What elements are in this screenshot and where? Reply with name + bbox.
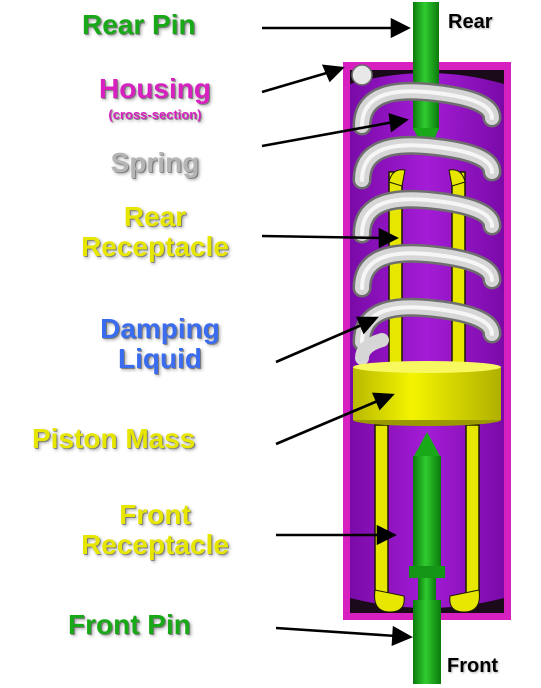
- label-rear: Rear: [448, 12, 492, 34]
- front-pin: [409, 432, 445, 684]
- label-rear-receptacle: Rear Receptacle: [50, 202, 260, 262]
- label-damping-liquid: Damping Liquid: [70, 314, 250, 374]
- rear-pin-shaft: [413, 2, 439, 130]
- front-receptacle-right-rail: [466, 425, 479, 597]
- arrowhead-rear-pin: [392, 20, 408, 36]
- front-pin-neck: [418, 578, 436, 600]
- front-pin-collar: [409, 566, 445, 578]
- label-damping-liquid-line1: Damping: [70, 314, 250, 344]
- arrowhead-housing: [324, 66, 342, 80]
- front-pin-lower-shaft: [413, 600, 441, 684]
- piston-mass-top: [353, 361, 501, 373]
- front-pin-upper-shaft: [413, 456, 441, 566]
- label-housing: Housing: [80, 74, 230, 104]
- front-receptacle-left-rail: [375, 425, 388, 597]
- label-spring: Spring: [80, 148, 230, 178]
- label-front-receptacle: Front Receptacle: [50, 500, 260, 560]
- label-front-receptacle-line1: Front: [50, 500, 260, 530]
- arrow-housing: [262, 72, 330, 92]
- arrow-front-pin: [276, 628, 396, 636]
- label-front: Front: [447, 656, 498, 678]
- label-front-pin: Front Pin: [68, 610, 191, 640]
- label-rear-receptacle-line1: Rear: [50, 202, 260, 232]
- label-front-receptacle-line2: Receptacle: [50, 530, 260, 560]
- arrowhead-front-pin: [393, 628, 410, 644]
- spring-end-cap: [352, 65, 372, 85]
- label-piston-mass: Piston Mass: [32, 424, 195, 454]
- label-damping-liquid-line2: Liquid: [70, 344, 250, 374]
- rear-pin: [413, 2, 439, 156]
- label-housing-note: (cross-section): [80, 108, 230, 122]
- label-rear-receptacle-line2: Receptacle: [50, 232, 260, 262]
- label-rear-pin: Rear Pin: [82, 10, 196, 40]
